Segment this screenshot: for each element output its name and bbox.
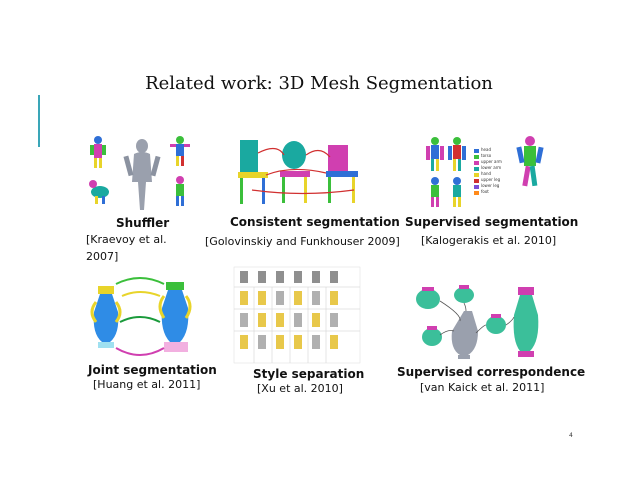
segmentation-legend: head torso upper arm lower arm hand uppe… [481,147,502,195]
legend-label: head [481,147,491,152]
shuffler-figure [89,136,190,210]
reference-consistent-segmentation: [Golovinskiy and Funkhouser 2009] [205,235,400,248]
legend-label: lower arm [481,165,502,170]
caption-supervised-segmentation: Supervised segmentation [405,215,579,229]
supervised-segmentation-figure [426,136,544,207]
slide-title: Related work: 3D Mesh Segmentation [145,73,493,94]
style-separation-figure [233,266,361,364]
reference-shuffler-line1: [Kraevoy et al. [86,233,167,246]
caption-supervised-correspondence: Supervised correspondence [397,365,586,379]
accent-bar [38,95,40,147]
reference-style-separation: [Xu et al. 2010] [257,382,343,395]
reference-supervised-segmentation: [Kalogerakis et al. 2010] [421,234,557,247]
legend-label: upper arm [481,159,502,164]
caption-style-separation: Style separation [253,367,365,381]
reference-shuffler-line2: 2007] [86,250,119,263]
page-number: 4 [569,432,573,439]
legend-label: hand [481,171,492,176]
caption-joint-segmentation: Joint segmentation [88,363,217,377]
joint-segmentation-figure [90,277,192,356]
reference-supervised-correspondence: [van Kaick et al. 2011] [420,381,545,394]
legend-label: foot [481,189,489,194]
caption-shuffler: Shuffler [116,216,170,230]
caption-consistent-segmentation: Consistent segmentation [230,215,400,229]
legend-label: lower leg [481,183,500,188]
legend-label: upper leg [481,177,501,182]
supervised-correspondence-figure [416,285,539,359]
chairs-figure [238,140,358,204]
legend-label: torso [481,153,492,158]
reference-joint-segmentation: [Huang et al. 2011] [93,378,201,391]
